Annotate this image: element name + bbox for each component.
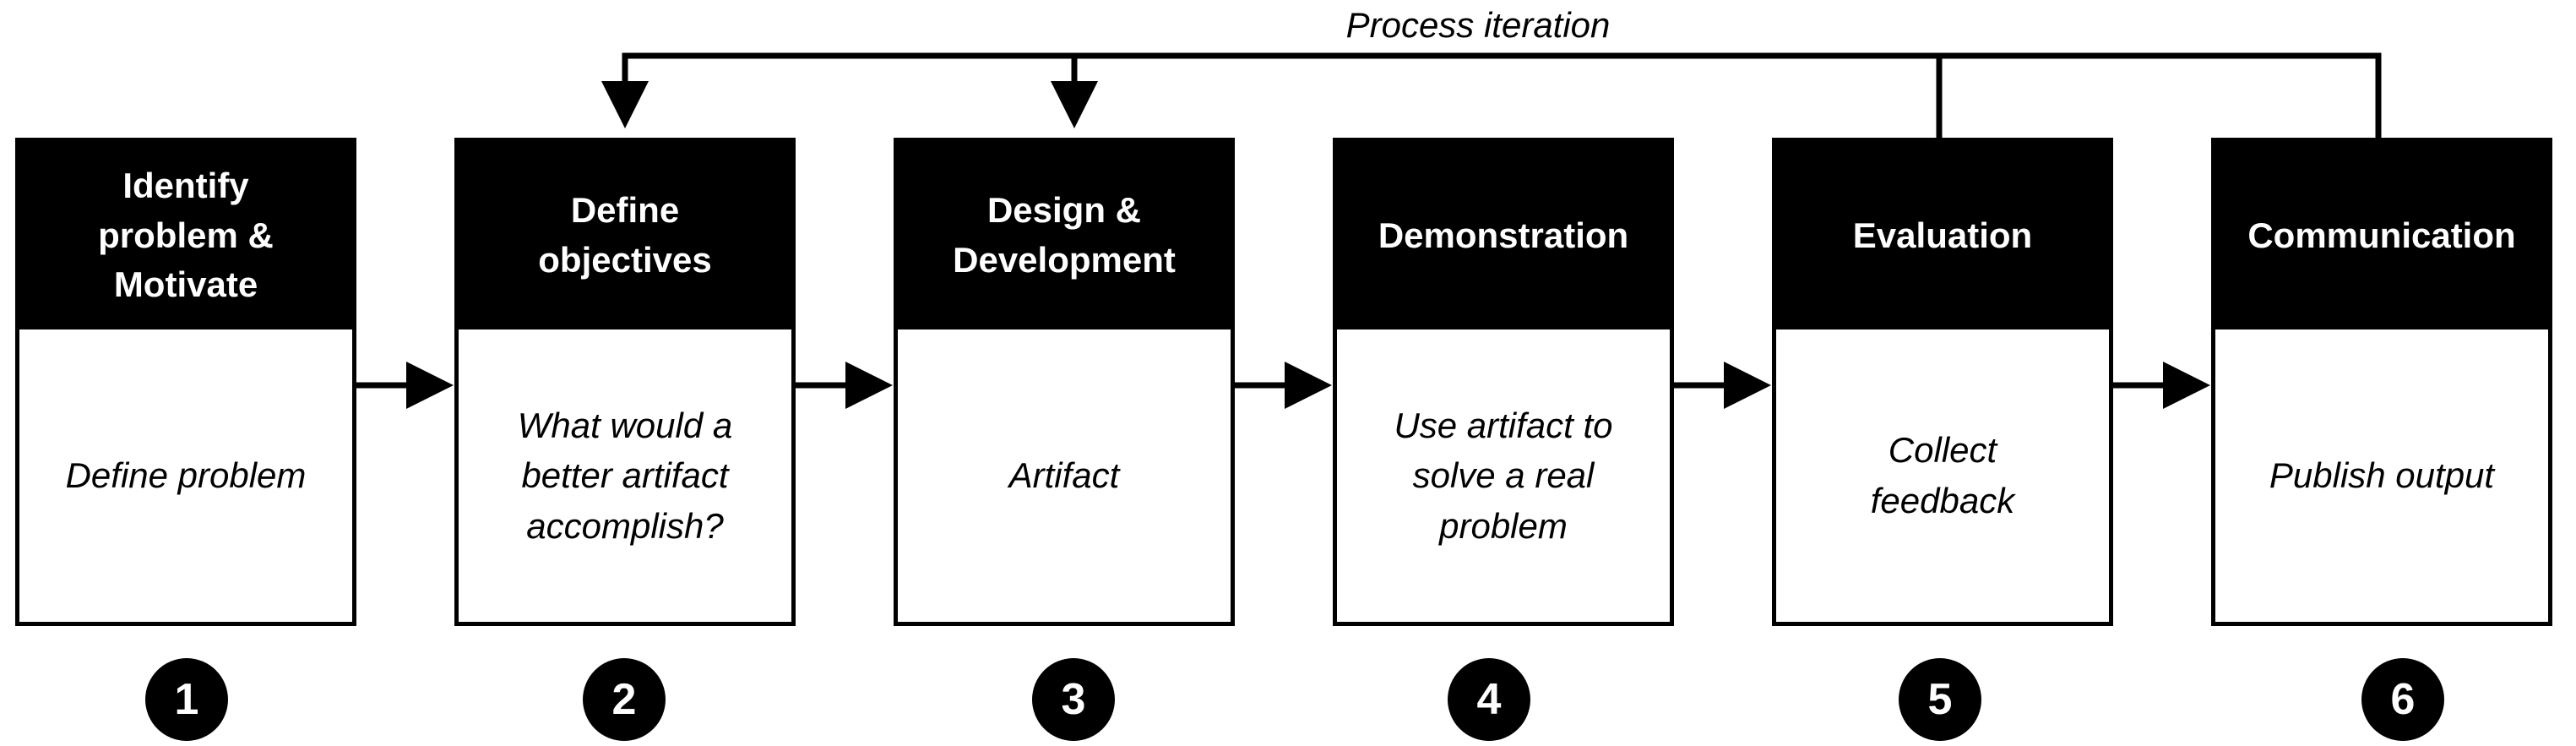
stage-title: Demonstration (1337, 142, 1670, 329)
feedback-loop-line (601, 52, 2382, 138)
step-number-badge: 2 (583, 658, 666, 741)
stage-title: Communication (2215, 142, 2548, 329)
stage-communication: Communication Publish output (2211, 138, 2552, 626)
process-iteration-label: Process iteration (1345, 5, 1611, 45)
stage-title: Evaluation (1776, 142, 2109, 329)
stage-design-development: Design & Development Artifact (894, 138, 1235, 626)
stage-description: What would a better artifact accomplish? (517, 405, 733, 546)
stage-description: Define problem (65, 455, 307, 496)
stage-title: Design & Development (898, 142, 1231, 329)
stage-define-objectives: Define objectives What would a better ar… (454, 138, 796, 626)
step-number-badge: 1 (145, 658, 228, 741)
stage-demonstration: Demonstration Use artifact to solve a re… (1333, 138, 1674, 626)
stage-description: Use artifact to solve a real problem (1394, 405, 1613, 546)
stage-title: Define objectives (459, 142, 791, 329)
stage-description: Publish output (2269, 455, 2495, 496)
step-number-badge: 3 (1032, 658, 1115, 741)
stage-description: Artifact (1008, 455, 1120, 496)
stage-evaluation: Evaluation Collect feedback (1772, 138, 2113, 626)
stage-identify-problem: Identify problem & Motivate Define probl… (15, 138, 356, 626)
step-number-badge: 5 (1899, 658, 1981, 741)
step-number-badge: 6 (2361, 658, 2444, 741)
step-number-badge: 4 (1448, 658, 1530, 741)
stage-title: Identify problem & Motivate (19, 142, 352, 329)
stage-description: Collect feedback (1870, 430, 2015, 520)
